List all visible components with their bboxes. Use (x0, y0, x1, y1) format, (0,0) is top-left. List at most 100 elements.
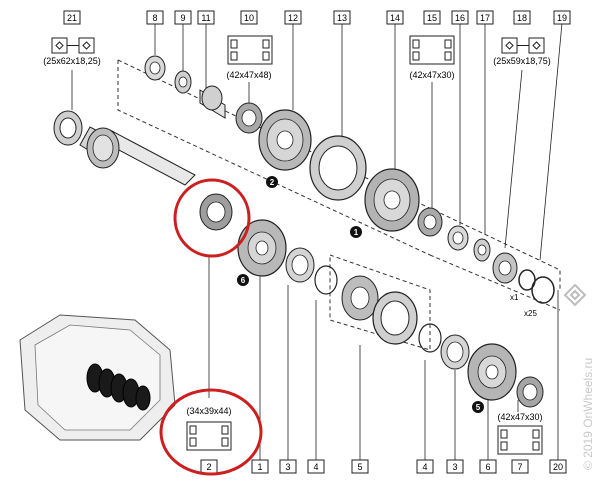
highlight-circle-symbol-2 (159, 388, 263, 476)
thrust-washer-17[interactable] (473, 238, 491, 262)
svg-text:2: 2 (206, 462, 211, 472)
callout-18[interactable]: 18 (513, 10, 531, 25)
needle-bearing-15[interactable] (417, 207, 443, 237)
svg-text:5: 5 (476, 403, 481, 412)
callout-bottom-4b[interactable]: 4 (416, 459, 434, 474)
assembly-frame-lower (329, 254, 431, 351)
svg-text:1: 1 (257, 462, 262, 472)
shaft-gear-teeth (86, 127, 120, 169)
svg-text:14: 14 (390, 13, 400, 23)
needle-bearing-2[interactable] (199, 193, 233, 231)
bushing-8[interactable] (144, 55, 166, 81)
synchro-hub-5[interactable] (341, 275, 379, 321)
synchro-ring-3b[interactable] (440, 334, 470, 370)
svg-text:8: 8 (152, 13, 157, 23)
gearbox-housing-illustration (19, 314, 176, 441)
svg-text:1: 1 (354, 228, 359, 237)
callout-8[interactable]: 8 (146, 10, 164, 25)
needle-bearing-symbol-2 (186, 421, 232, 451)
callout-bottom-6[interactable]: 6 (479, 459, 497, 474)
callout-12[interactable]: 12 (284, 10, 302, 25)
spring-ring-4b[interactable] (418, 323, 442, 353)
svg-text:5: 5 (357, 462, 362, 472)
gear-marker-1: 1 (350, 226, 362, 238)
callout-14[interactable]: 14 (386, 10, 404, 25)
callout-17[interactable]: 17 (476, 10, 494, 25)
svg-text:12: 12 (288, 13, 298, 23)
synchro-ring-13[interactable] (309, 135, 367, 201)
synchro-ring-3[interactable] (285, 247, 315, 283)
gear-marker-5: 5 (472, 401, 484, 413)
circlip-quantity-x25: x25 (524, 309, 537, 318)
svg-text:3: 3 (452, 462, 457, 472)
svg-text:15: 15 (427, 13, 437, 23)
ball-bearing-symbol-18 (501, 37, 545, 54)
svg-text:4: 4 (313, 462, 318, 472)
callout-10[interactable]: 10 (240, 10, 258, 25)
highlight-circle-bearing-2 (173, 178, 251, 258)
callout-19[interactable]: 19 (553, 10, 571, 25)
callout-11[interactable]: 11 (197, 10, 215, 25)
dimension-15: (42x47x30) (409, 70, 454, 80)
svg-text:2: 2 (270, 178, 275, 187)
needle-bearing-symbol-15 (409, 35, 455, 65)
callout-16[interactable]: 16 (451, 10, 469, 25)
callout-bottom-4[interactable]: 4 (307, 459, 325, 474)
callout-13[interactable]: 13 (333, 10, 351, 25)
sleeve-11[interactable] (199, 85, 226, 119)
svg-text:4: 4 (422, 462, 427, 472)
needle-bearing-symbol-7 (497, 425, 543, 455)
svg-text:18: 18 (517, 13, 527, 23)
needle-bearing-10[interactable] (235, 102, 263, 134)
svg-text:6: 6 (485, 462, 490, 472)
dimension-18: (25x59x18,75) (493, 56, 551, 66)
renault-logo-icon (563, 283, 587, 307)
ball-bearing-symbol-21 (51, 37, 95, 54)
svg-text:10: 10 (244, 13, 254, 23)
callout-bottom-3[interactable]: 3 (279, 459, 297, 474)
svg-text:13: 13 (337, 13, 347, 23)
needle-bearing-7[interactable] (516, 376, 544, 408)
dimension-7: (42x47x30) (497, 412, 542, 422)
leader-lines (71, 22, 563, 460)
callout-bottom-3b[interactable]: 3 (446, 459, 464, 474)
svg-text:7: 7 (517, 462, 522, 472)
svg-text:17: 17 (480, 13, 490, 23)
ball-bearing-21[interactable] (53, 110, 83, 146)
synchro-sleeve-5[interactable] (372, 291, 418, 345)
dimension-10: (42x47x48) (226, 70, 271, 80)
gear-12[interactable] (258, 109, 312, 171)
circlip-quantity-x1: x1 (510, 293, 519, 302)
callout-9[interactable]: 9 (174, 10, 192, 25)
gear-6[interactable] (467, 343, 517, 401)
svg-text:16: 16 (455, 13, 465, 23)
svg-text:21: 21 (67, 13, 77, 23)
dimension-21: (25x62x18,25) (43, 56, 101, 66)
svg-text:6: 6 (241, 276, 246, 285)
gear-1[interactable] (237, 219, 287, 277)
gear-marker-2: 2 (266, 176, 278, 188)
callout-bottom-2[interactable]: 2 (200, 459, 218, 474)
ball-bearing-18[interactable] (492, 252, 518, 284)
spring-ring-4[interactable] (314, 265, 338, 295)
callout-bottom-1[interactable]: 1 (251, 459, 269, 474)
callout-bottom-20[interactable]: 20 (549, 459, 567, 474)
svg-text:9: 9 (180, 13, 185, 23)
callout-bottom-7[interactable]: 7 (511, 459, 529, 474)
callout-bottom-5[interactable]: 5 (351, 459, 369, 474)
gear-marker-6: 6 (237, 274, 249, 286)
callout-15[interactable]: 15 (423, 10, 441, 25)
thrust-washer-9[interactable] (174, 70, 192, 94)
circlip-19[interactable] (518, 269, 555, 304)
callout-21[interactable]: 21 (63, 10, 81, 25)
svg-text:3: 3 (285, 462, 290, 472)
bushing-16[interactable] (447, 225, 469, 251)
watermark: © 2019 OnWheels.ru (581, 358, 595, 470)
svg-text:11: 11 (201, 13, 210, 23)
svg-text:19: 19 (557, 13, 567, 23)
needle-bearing-symbol-10 (227, 35, 273, 65)
dimension-2: (34x39x44) (186, 406, 231, 416)
gear-14[interactable] (364, 168, 420, 232)
